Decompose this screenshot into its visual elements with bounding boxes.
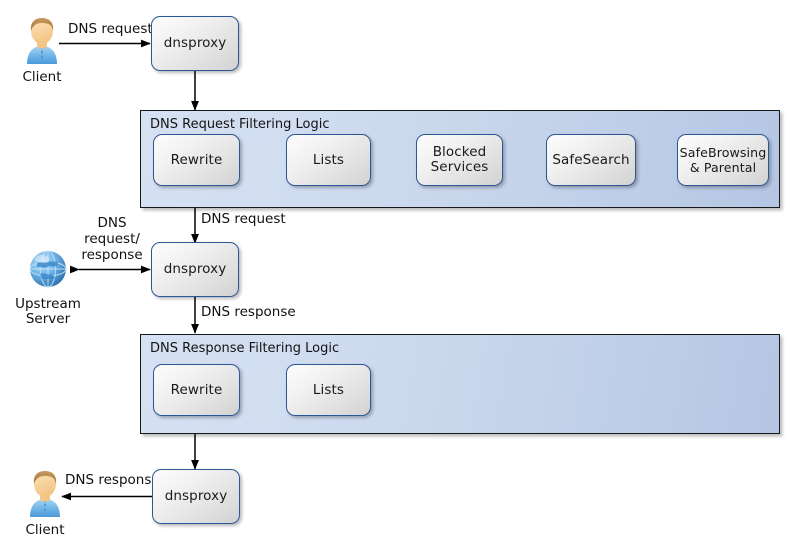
upstream-server-label-1: Upstream	[15, 296, 81, 312]
stage-safesearch-label: SafeSearch	[552, 151, 630, 168]
stage-rewrite-response[interactable]: Rewrite	[153, 364, 240, 416]
stage-blocked-services[interactable]: Blocked Services	[416, 134, 503, 186]
response-panel-title: DNS Response Filtering Logic	[150, 341, 340, 356]
edge-label-client-to-dnsproxy: DNS request	[68, 21, 153, 37]
stage-lists-response[interactable]: Lists	[286, 364, 371, 416]
edge-label-dnsproxy-to-client: DNS response	[65, 472, 160, 488]
stage-safesearch[interactable]: SafeSearch	[546, 134, 636, 186]
stage-blocked-services-label-2: Services	[430, 159, 489, 175]
globe-icon	[29, 250, 67, 288]
person-icon	[30, 471, 60, 517]
dnsproxy-middle-label: dnsproxy	[163, 261, 227, 277]
dnsproxy-bottom[interactable]: dnsproxy	[152, 469, 240, 524]
stage-safebrowsing-parental-label-1: SafeBrowsing	[679, 145, 767, 160]
client-top-label: Client	[22, 69, 62, 85]
request-panel-title: DNS Request Filtering Logic	[150, 117, 330, 132]
stage-rewrite-response-label: Rewrite	[170, 381, 223, 398]
edge-label-upstream-1: DNS	[97, 215, 127, 231]
edge-label-dnsproxy-to-request-panel: DNS request	[201, 211, 286, 227]
client-bottom-label: Client	[25, 522, 65, 538]
person-icon	[27, 18, 57, 64]
edge-label-upstream-3: response	[81, 247, 143, 263]
dnsproxy-bottom-label: dnsproxy	[164, 488, 228, 504]
stage-rewrite-request-label: Rewrite	[170, 151, 223, 168]
edge-label-upstream-2: request/	[84, 231, 140, 247]
stage-lists-response-label: Lists	[312, 381, 345, 398]
dnsproxy-top[interactable]: dnsproxy	[151, 16, 239, 71]
stage-blocked-services-label-1: Blocked	[432, 144, 487, 160]
stage-safebrowsing-parental-label-2: & Parental	[689, 160, 757, 175]
stage-safebrowsing-parental[interactable]: SafeBrowsing & Parental	[677, 134, 769, 186]
dnsproxy-top-label: dnsproxy	[163, 35, 227, 51]
upstream-server-label-2: Server	[25, 311, 71, 327]
stage-lists-request-label: Lists	[312, 151, 345, 168]
dnsproxy-middle[interactable]: dnsproxy	[151, 242, 239, 297]
stage-lists-request[interactable]: Lists	[286, 134, 371, 186]
response-filtering-panel: DNS Response Filtering Logic	[140, 334, 780, 434]
edge-label-dnsproxy-to-response-panel: DNS response	[201, 304, 296, 320]
stage-rewrite-request[interactable]: Rewrite	[153, 134, 240, 186]
